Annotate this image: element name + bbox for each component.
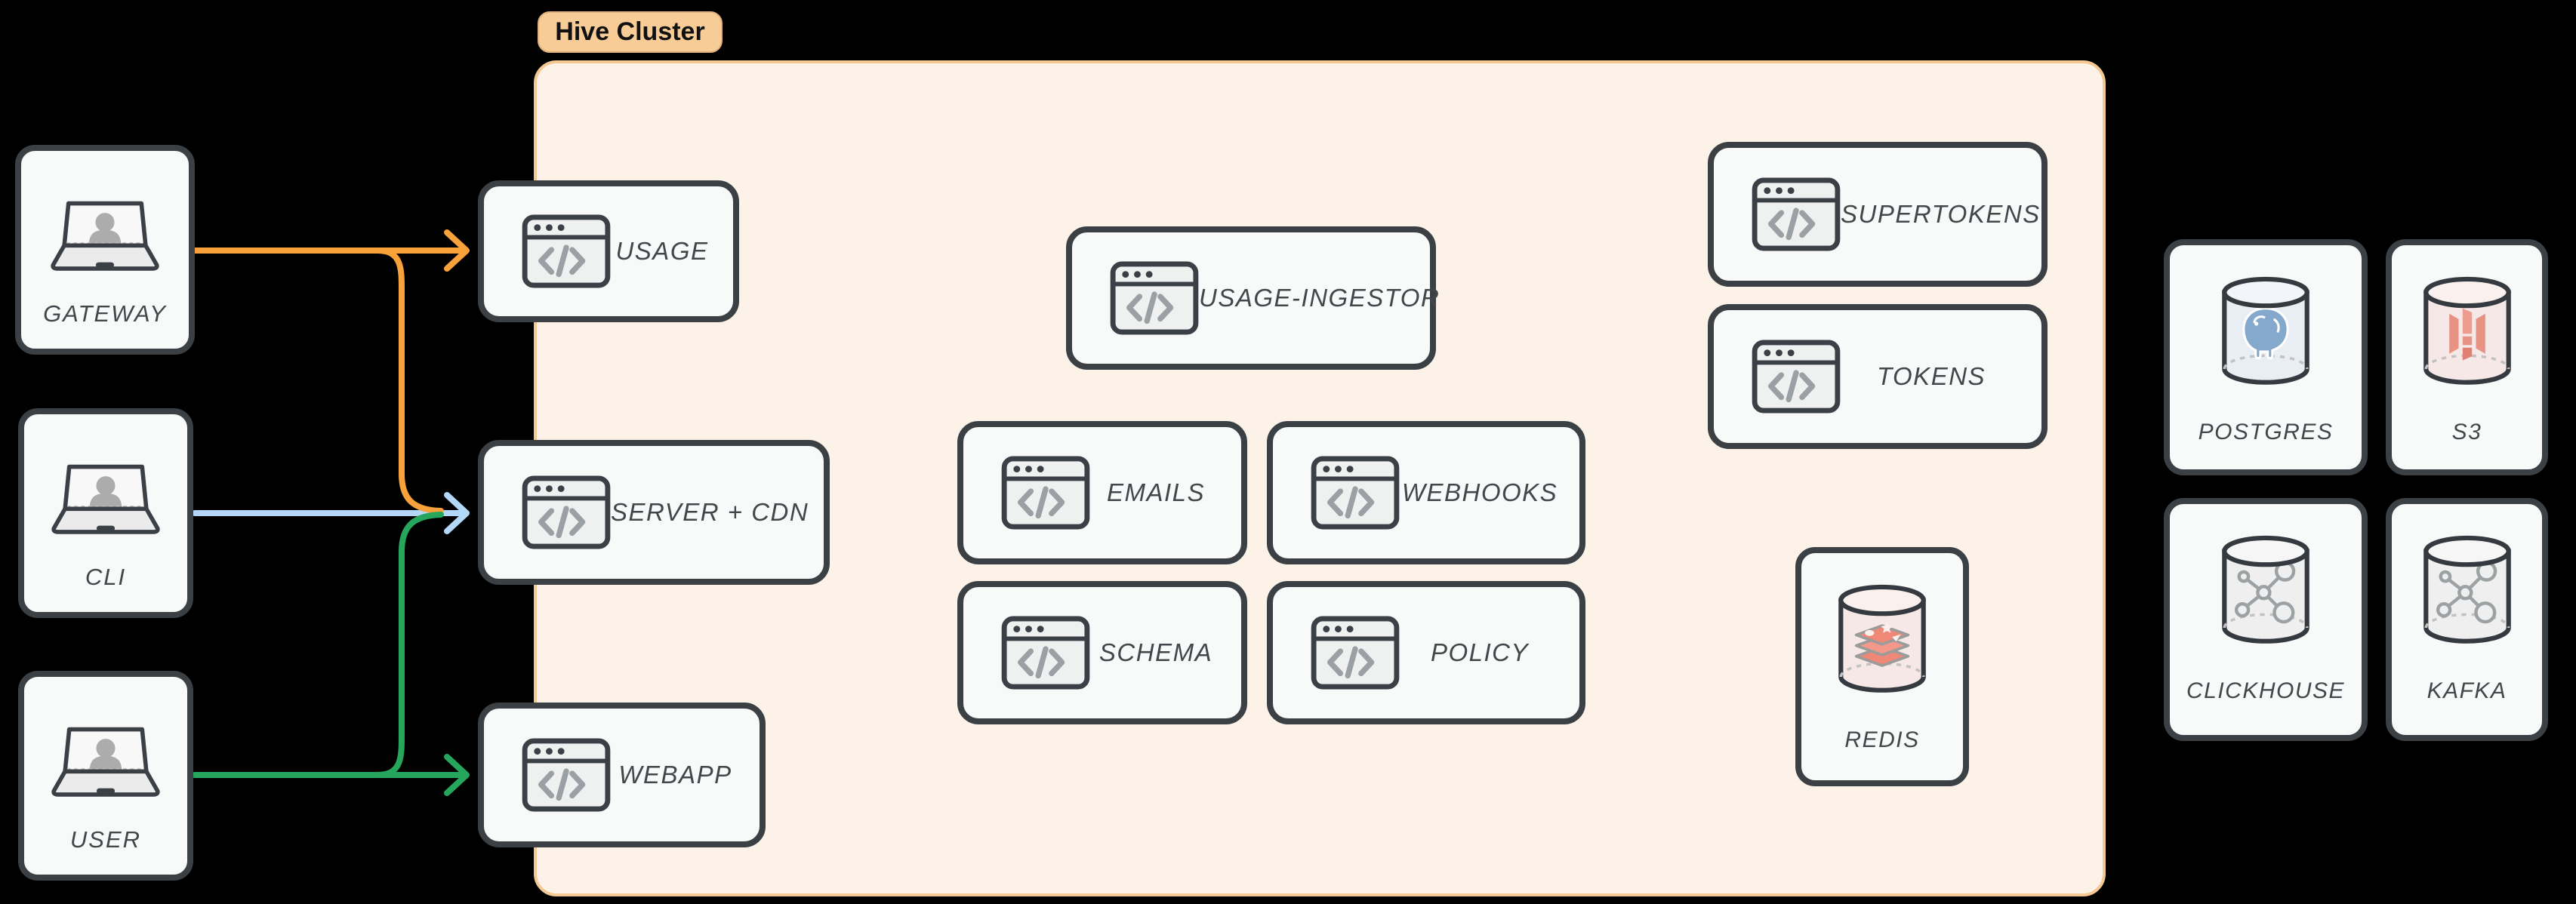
service-label: POLICY bbox=[1430, 638, 1530, 666]
code-window-icon bbox=[1001, 616, 1090, 690]
datastore-label: S3 bbox=[2451, 420, 2482, 444]
service-label: EMAILS bbox=[1106, 478, 1206, 506]
arrow-branch bbox=[374, 512, 444, 778]
postgres-database-icon bbox=[2209, 272, 2322, 392]
datastore-node-clickhouse: CLICKHOUSE bbox=[2164, 498, 2368, 741]
laptop-user-icon bbox=[45, 199, 165, 278]
service-node-emails: EMAILS bbox=[957, 421, 1247, 564]
service-node-webapp: WEBAPP bbox=[478, 703, 766, 847]
gateway-arrow bbox=[192, 229, 470, 514]
service-label: USAGE-INGESTOR bbox=[1199, 284, 1441, 312]
kafka-database-icon bbox=[2411, 531, 2524, 651]
user-arrow bbox=[192, 512, 470, 796]
code-window-icon bbox=[522, 738, 611, 812]
service-node-tokens: TOKENS bbox=[1708, 304, 2048, 449]
code-window-icon bbox=[1110, 261, 1199, 335]
client-node-cli: CLI bbox=[18, 408, 193, 618]
laptop-user-icon bbox=[46, 725, 165, 804]
service-label: SUPERTOKENS bbox=[1841, 200, 2041, 228]
service-node-server-cdn: SERVER + CDN bbox=[478, 440, 830, 585]
laptop-user-icon bbox=[46, 463, 165, 541]
code-window-icon bbox=[1752, 177, 1841, 251]
service-node-supertokens: SUPERTOKENS bbox=[1708, 142, 2048, 287]
redis-database-icon bbox=[1826, 580, 1939, 700]
service-label: WEBAPP bbox=[618, 761, 732, 789]
service-node-policy: POLICY bbox=[1267, 581, 1585, 724]
hive-cluster-label: Hive Cluster bbox=[538, 11, 723, 53]
service-label: SERVER + CDN bbox=[611, 498, 809, 526]
arrow-head bbox=[444, 229, 470, 272]
service-label: SCHEMA bbox=[1098, 638, 1213, 666]
client-node-user: USER bbox=[18, 671, 193, 881]
service-label: USAGE bbox=[615, 237, 709, 265]
code-window-icon bbox=[1311, 616, 1400, 690]
arrow-head bbox=[444, 754, 470, 796]
clickhouse-database-icon bbox=[2209, 531, 2322, 651]
code-window-icon bbox=[1311, 456, 1400, 530]
client-label: GATEWAY bbox=[43, 300, 167, 327]
client-label: CLI bbox=[85, 564, 127, 590]
datastore-label: CLICKHOUSE bbox=[2186, 678, 2346, 703]
cli-arrow bbox=[192, 492, 470, 534]
datastore-node-kafka: KAFKA bbox=[2386, 498, 2548, 741]
service-label: WEBHOOKS bbox=[1401, 478, 1558, 506]
arrow-head bbox=[444, 492, 470, 534]
service-node-usage-ingestor: USAGE-INGESTOR bbox=[1066, 226, 1439, 370]
client-node-gateway: GATEWAY bbox=[15, 145, 195, 355]
datastore-label: POSTGRES bbox=[2198, 420, 2334, 444]
code-window-icon bbox=[1001, 456, 1090, 530]
datastore-label: KAFKA bbox=[2427, 678, 2507, 703]
code-window-icon bbox=[522, 214, 611, 288]
service-label: TOKENS bbox=[1876, 362, 1986, 390]
s3-database-icon bbox=[2411, 272, 2524, 392]
datastore-node-postgres: POSTGRES bbox=[2164, 239, 2368, 475]
service-node-usage: USAGE bbox=[478, 180, 739, 322]
arrow-branch bbox=[374, 248, 444, 514]
client-label: USER bbox=[69, 826, 142, 853]
datastore-node-s3: S3 bbox=[2386, 239, 2548, 475]
datastore-label: REDIS bbox=[1844, 727, 1920, 752]
code-window-icon bbox=[1752, 340, 1841, 414]
datastore-node-redis: REDIS bbox=[1795, 547, 1969, 786]
service-node-schema: SCHEMA bbox=[957, 581, 1247, 724]
code-window-icon bbox=[522, 475, 611, 549]
service-node-webhooks: WEBHOOKS bbox=[1267, 421, 1585, 564]
